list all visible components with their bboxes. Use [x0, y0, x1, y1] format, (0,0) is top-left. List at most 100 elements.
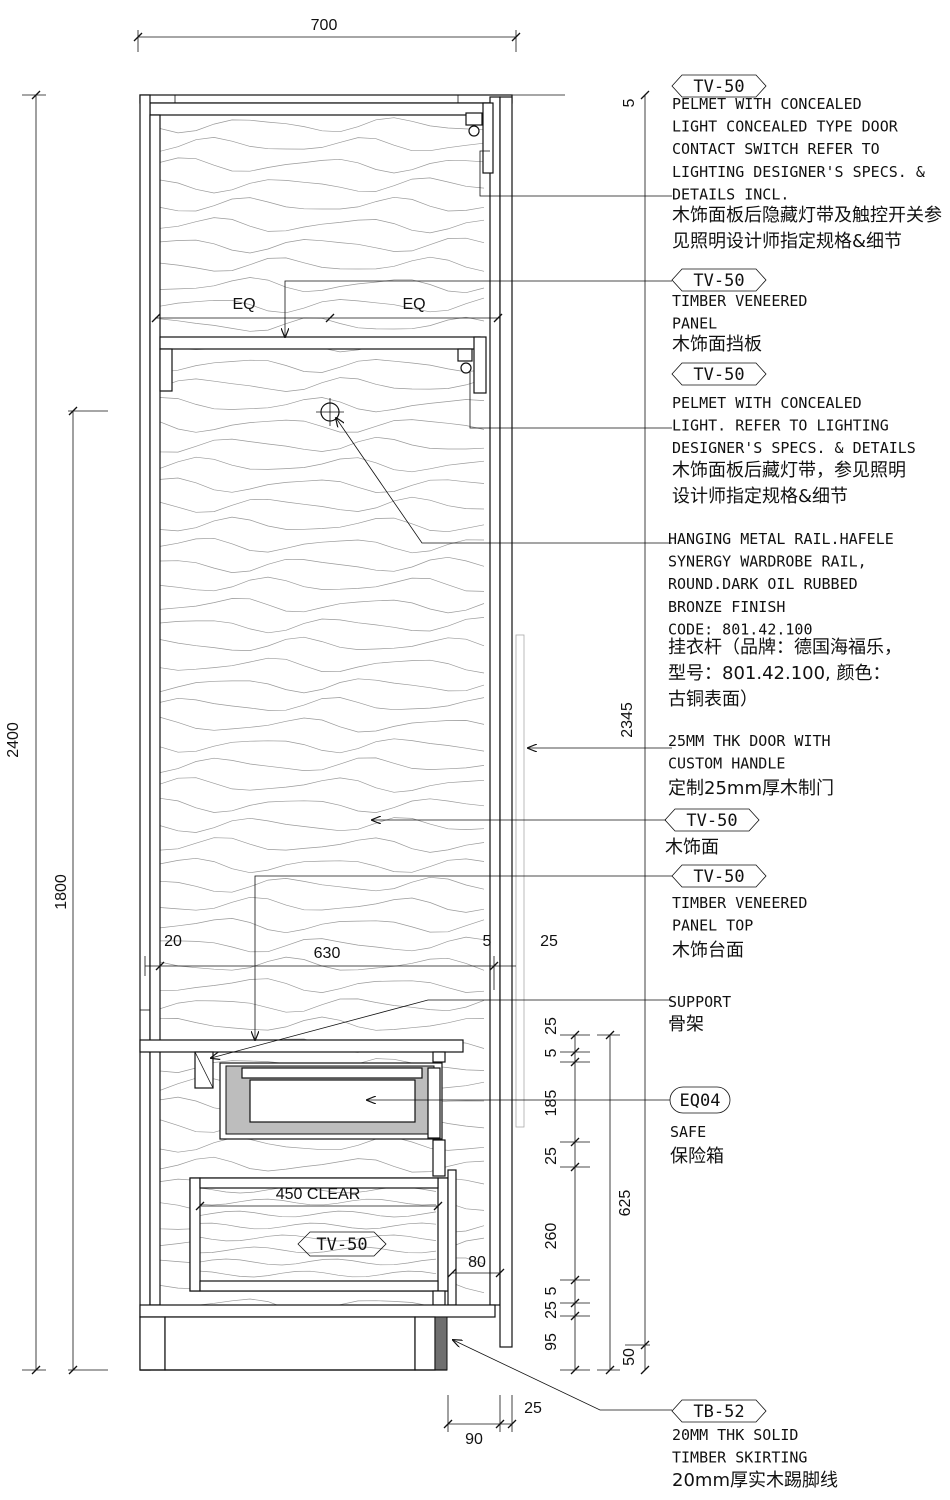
grain-line	[160, 217, 485, 234]
callout-chinese: 木饰台面	[672, 940, 744, 961]
top-pelmet	[482, 102, 494, 174]
grain-line	[160, 177, 485, 194]
grain-line	[160, 397, 485, 413]
callout-tag-shape	[671, 362, 767, 386]
callout-tag-shape	[671, 268, 767, 292]
grain-line	[160, 978, 485, 993]
grain-line	[160, 636, 485, 651]
plinth-left	[139, 1316, 166, 1371]
dim-90: 90	[465, 1431, 483, 1448]
grain-line	[160, 716, 485, 733]
dim-5: 5	[483, 933, 492, 950]
drawer-tag: TV-50	[316, 1235, 367, 1255]
callout-line: DESIGNER'S SPECS. & DETAILS	[672, 439, 916, 457]
callout-tag: TV-50	[686, 811, 737, 831]
grain-line	[160, 777, 485, 793]
grain-line	[160, 277, 485, 294]
callout-3: HANGING METAL RAIL.HAFELE SYNERGY WARDROB…	[668, 530, 902, 710]
callout-chinese: 设计师指定规格&细节	[672, 486, 848, 507]
callout-chinese: 20mm厚实木踢脚线	[672, 1470, 838, 1491]
dim-25-bottom: 25	[524, 1400, 542, 1417]
callout-chinese: 木饰面挡板	[672, 334, 762, 355]
grain-line	[160, 496, 485, 513]
dim-450-clear: 450 CLEAR	[276, 1186, 361, 1203]
callout-chinese: 型号：801.42.100, 颜色：	[668, 663, 891, 684]
callout-line: TIMBER SKIRTING	[672, 1449, 807, 1467]
grain-line	[160, 576, 485, 592]
grain-line	[160, 896, 485, 913]
grain-line	[160, 956, 485, 971]
callout-line: TIMBER VENEERED	[672, 894, 807, 912]
grain-line	[160, 876, 485, 893]
dim-top-5: 5	[621, 98, 638, 107]
callout-tag-shape	[671, 74, 767, 98]
callout-line: DETAILS INCL.	[672, 185, 789, 203]
drawer-grain-line	[198, 1222, 437, 1230]
dim-50: 50	[621, 1348, 638, 1366]
callout-tag: TV-50	[693, 77, 744, 97]
callout-chinese: 定制25mm厚木制门	[668, 778, 834, 799]
callout-line: BRONZE FINISH	[668, 598, 785, 616]
callout-line: LIGHT CONCEALED TYPE DOOR	[672, 118, 899, 136]
contact-switch-icon	[468, 125, 480, 137]
top-board	[149, 102, 491, 116]
stack-dim-0: 25	[543, 1017, 560, 1035]
callout-line: CUSTOM HANDLE	[668, 755, 785, 773]
drawer	[189, 1169, 457, 1306]
grain-line	[160, 137, 485, 152]
callout-line: LIGHTING DESIGNER'S SPECS. &	[672, 163, 925, 181]
grain-line	[160, 477, 485, 493]
drawer-grain-line	[198, 1210, 437, 1218]
stack-dim-3: 25	[543, 1147, 560, 1165]
grain-line	[160, 157, 485, 174]
callout-line: HANGING METAL RAIL.HAFELE	[668, 530, 894, 548]
dimension-lines: 700 2400 1800 2345 5 50 EQ EQ	[5, 17, 650, 1448]
timber-skirting	[434, 1316, 448, 1371]
callout-line: LIGHT. REFER TO LIGHTING	[672, 417, 889, 435]
callout-chinese: 木饰面板后隐藏灯带及触控开关参	[672, 205, 942, 226]
stack-dim-5: 5	[543, 1286, 560, 1295]
lower-pelmet	[473, 336, 487, 394]
drawer-grain-line	[198, 1234, 437, 1242]
callout-chinese: 古铜表面）	[668, 689, 758, 710]
callout-line: PANEL TOP	[672, 917, 753, 935]
callout-tag-shape	[664, 808, 760, 832]
grain-line	[160, 516, 485, 533]
callout-line: PELMET WITH CONCEALED	[672, 95, 862, 113]
callout-tag-shape	[669, 1086, 731, 1114]
callout-chinese: 挂衣杆（品牌：德国海福乐，	[668, 637, 902, 658]
grain-line	[160, 817, 485, 833]
grain-line	[160, 537, 485, 554]
grain-line	[160, 697, 485, 711]
cabinet-top	[139, 94, 513, 104]
grain-line	[160, 738, 485, 754]
callout-tag: EQ04	[680, 1091, 721, 1111]
grain-line	[160, 556, 485, 573]
grain-line	[160, 857, 485, 874]
grain-line	[160, 237, 485, 254]
grain-line	[160, 456, 485, 473]
grain-line	[160, 436, 485, 453]
callout-line: 25MM THK DOOR WITH	[668, 732, 831, 750]
grain-line	[160, 256, 485, 272]
callout-tag: TV-50	[693, 271, 744, 291]
door-panel	[499, 96, 513, 1348]
left-side-outer	[139, 94, 151, 1371]
dim-eq-right: EQ	[402, 296, 425, 313]
dim-630: 630	[314, 945, 341, 962]
grain-line	[160, 1156, 485, 1173]
callout-chinese: 保险箱	[670, 1146, 724, 1167]
grain-line	[160, 837, 485, 853]
cabinet-body	[139, 94, 565, 1371]
callout-line: SYNERGY WARDROBE RAIL,	[668, 553, 867, 571]
grain-line	[160, 297, 485, 314]
grain-line	[160, 377, 485, 392]
grain-line	[160, 617, 485, 634]
callout-chinese: 见照明设计师指定规格&细节	[672, 231, 902, 252]
callout-line: CONTACT SWITCH REFER TO	[672, 140, 880, 158]
grain-line	[160, 797, 485, 813]
